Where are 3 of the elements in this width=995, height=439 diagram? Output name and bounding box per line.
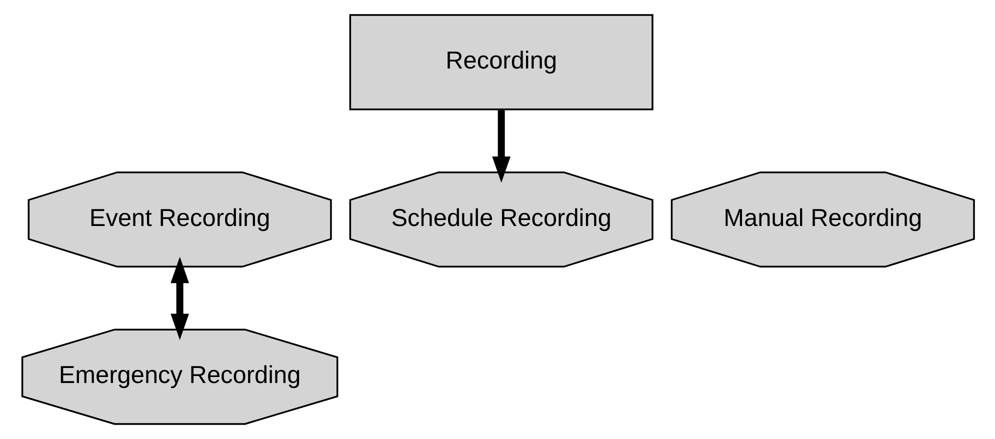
node-box: Recording (348, 14, 653, 110)
arrow (492, 110, 510, 183)
arrow (170, 256, 189, 340)
